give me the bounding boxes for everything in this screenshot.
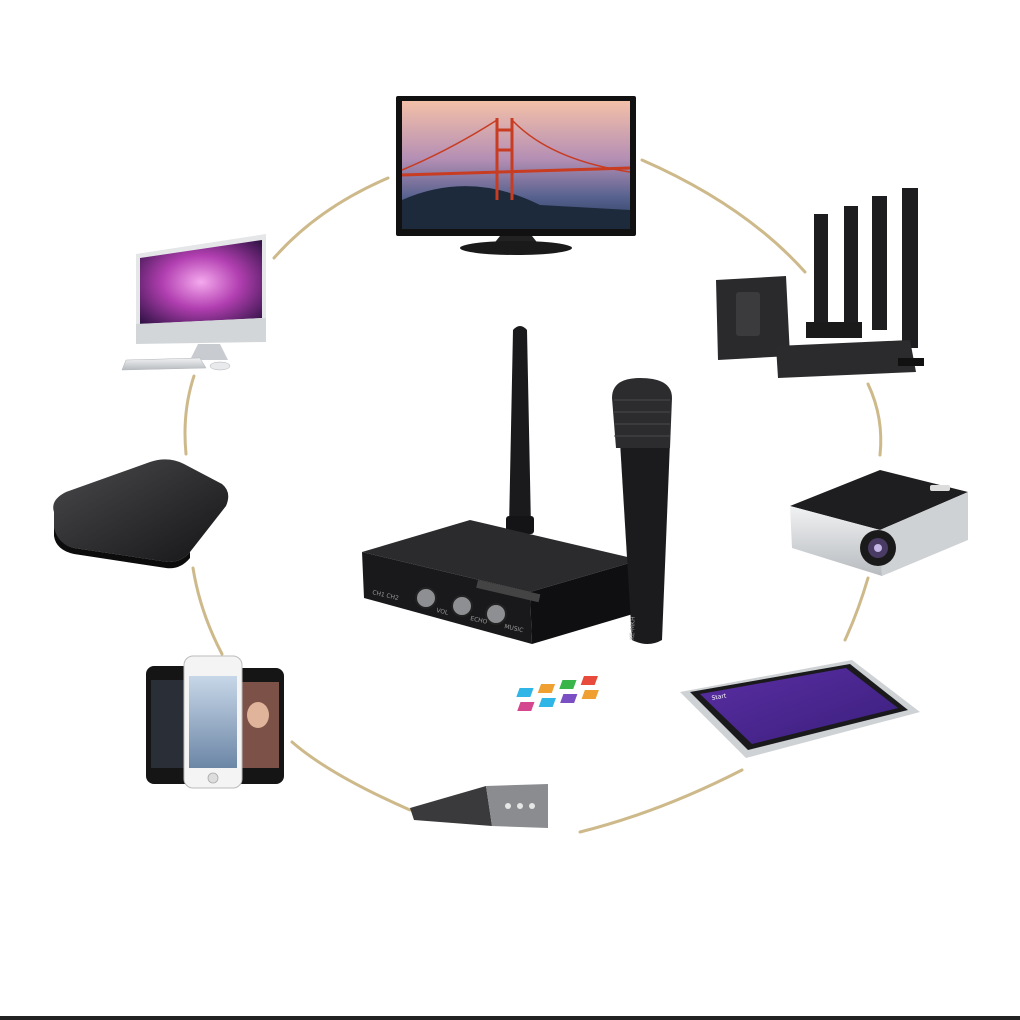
microphone-icon: KE-MKH bbox=[612, 378, 672, 644]
knob-label-music: MUSIC bbox=[504, 623, 524, 634]
projector-icon bbox=[790, 470, 968, 576]
set-top-box-icon bbox=[53, 459, 229, 569]
knob-label-vol: VOL bbox=[436, 607, 450, 617]
tv-icon bbox=[396, 96, 636, 255]
speaker-system-icon bbox=[716, 188, 924, 378]
tablet-icon: Start bbox=[516, 660, 920, 758]
bottom-border bbox=[0, 1016, 1020, 1020]
desktop-computer-icon bbox=[121, 234, 266, 371]
tablet-start-label: Start bbox=[711, 692, 727, 702]
connection-ring bbox=[183, 158, 883, 834]
wireless-receiver-icon: CH1 CH2 VOL ECHO MUSIC bbox=[362, 326, 640, 644]
knob-label-echo: ECHO bbox=[470, 615, 489, 626]
microphone-model-label: KE-MKH bbox=[629, 616, 637, 640]
smartphone-icon bbox=[146, 655, 284, 789]
soundbar-icon bbox=[410, 784, 548, 828]
